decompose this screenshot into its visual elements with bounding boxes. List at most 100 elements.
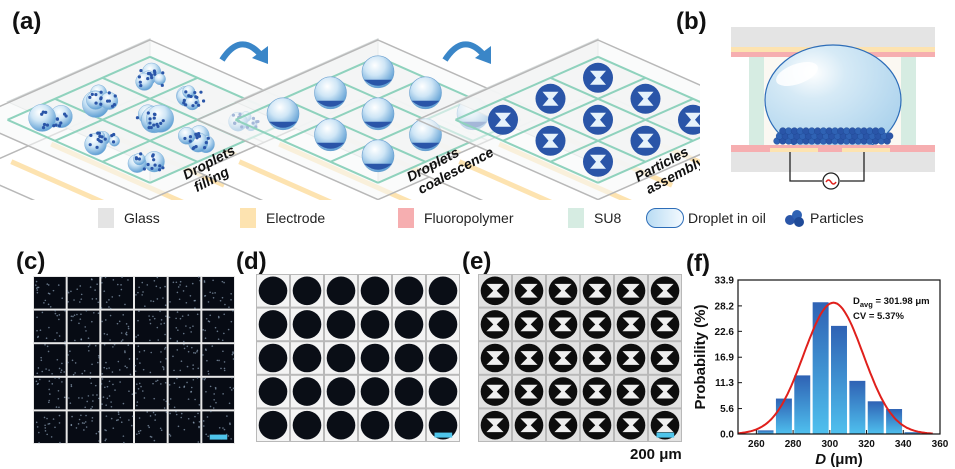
particle	[183, 136, 187, 141]
grid-cell	[325, 342, 357, 374]
particle	[158, 164, 162, 168]
grid-cell	[34, 309, 66, 343]
grid-cell	[513, 308, 545, 341]
droplet	[326, 410, 356, 440]
grid-background	[33, 276, 235, 444]
grid-cell	[581, 375, 613, 408]
grid-cell	[359, 275, 391, 307]
grid-cell	[479, 275, 511, 307]
grid-cell	[547, 409, 579, 441]
grid-cell	[427, 342, 459, 374]
particle	[182, 101, 186, 105]
particle	[152, 158, 156, 162]
grid-cell	[427, 275, 459, 307]
small-droplet	[178, 127, 196, 145]
x-pattern	[622, 384, 640, 399]
bottom-glass	[731, 152, 935, 172]
grid-cell	[257, 308, 289, 341]
particle	[111, 140, 116, 144]
grid-cell	[100, 377, 134, 410]
grid-cell	[359, 308, 391, 341]
particle	[44, 110, 48, 114]
particle	[152, 116, 156, 120]
x-pattern	[554, 418, 572, 433]
grid-cell	[202, 310, 234, 343]
grid-cell	[134, 344, 167, 376]
panel-c-microscopy-grid	[33, 276, 235, 444]
scale-bar	[209, 434, 228, 440]
droplet	[326, 377, 356, 406]
grid-cell	[168, 343, 201, 376]
particle	[187, 94, 191, 98]
x-pattern	[637, 91, 654, 106]
su8-wall	[282, 76, 426, 142]
y-tick-label: 22.6	[715, 327, 735, 338]
grid-cell	[581, 308, 613, 341]
x-pattern	[554, 351, 572, 365]
grid-cell	[513, 409, 545, 441]
particle	[147, 126, 151, 130]
particle	[99, 96, 103, 100]
legend-item-electrode: Electrode	[240, 208, 325, 228]
grid-cell	[359, 375, 391, 408]
droplet	[258, 276, 288, 306]
particle	[197, 103, 201, 107]
x-tick-label: 260	[748, 439, 765, 450]
electrode-line	[458, 159, 553, 200]
particle	[59, 121, 63, 125]
x-pattern	[542, 91, 559, 106]
particle	[98, 134, 102, 138]
x-pattern	[588, 384, 606, 399]
particle	[182, 98, 186, 103]
grid-cell	[615, 342, 647, 374]
particle	[146, 71, 151, 76]
particle	[161, 71, 165, 75]
arrow-head-icon	[252, 46, 268, 64]
y-axis-label: Probability (%)	[692, 304, 709, 409]
particle	[201, 99, 206, 103]
particle-pile	[364, 121, 392, 128]
x-pattern	[554, 384, 572, 399]
grid-cell	[479, 342, 511, 374]
particle-pile	[316, 100, 345, 107]
x-pattern	[622, 418, 640, 433]
legend: Glass Electrode Fluoropolymer SU8 Drople…	[90, 204, 864, 234]
grid-cell	[67, 344, 100, 376]
grid-cell	[257, 275, 289, 307]
su8-wall	[235, 118, 379, 184]
small-droplet	[84, 132, 107, 156]
particle	[103, 137, 107, 141]
legend-item-su8: SU8	[568, 208, 621, 228]
su8-wall	[235, 55, 379, 121]
su8-swatch	[568, 208, 584, 228]
particle	[191, 104, 195, 108]
particle	[138, 80, 142, 84]
x-tick-label: 280	[785, 439, 802, 450]
x-pattern	[520, 384, 538, 399]
particle	[161, 166, 165, 170]
x-tick-label: 340	[895, 439, 912, 450]
x-pattern	[486, 283, 504, 298]
particle	[204, 141, 208, 145]
assembled-particles	[678, 104, 700, 135]
particle	[99, 140, 103, 144]
chip-step-2	[195, 38, 561, 200]
x-pattern	[590, 70, 606, 85]
top-plate	[415, 39, 700, 200]
grid-cell	[34, 277, 66, 309]
particle	[161, 119, 165, 123]
y-tick-label: 33.9	[715, 276, 735, 287]
right-su8	[901, 57, 916, 145]
x-pattern	[554, 317, 572, 332]
su8-wall	[502, 76, 646, 142]
grid-cell	[291, 308, 323, 341]
grid-cell	[100, 276, 133, 310]
grid-cell	[615, 275, 647, 307]
grid-cell	[513, 342, 545, 374]
grid-cell	[101, 343, 133, 376]
droplet	[258, 377, 288, 406]
histogram-bar	[886, 409, 903, 434]
droplet	[428, 276, 458, 306]
droplet	[292, 410, 322, 440]
legend-item-particles: Particles	[784, 208, 864, 228]
